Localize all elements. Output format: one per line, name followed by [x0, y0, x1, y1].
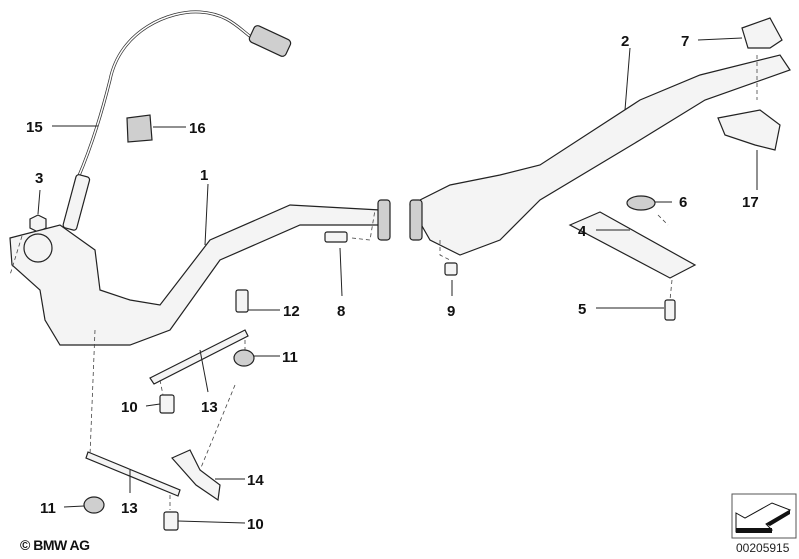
bracket-14	[171, 449, 221, 502]
callout-12: 12	[283, 303, 300, 320]
callout-13b: 13	[121, 500, 138, 517]
callout-1: 1	[200, 167, 208, 184]
nut-9	[444, 262, 458, 276]
callout-13a: 13	[201, 399, 218, 416]
callout-3: 3	[35, 170, 43, 187]
callout-2: 2	[621, 33, 629, 50]
callout-17: 17	[742, 194, 759, 211]
vehicle-direction-arrow-icon	[731, 493, 797, 539]
clip-16	[126, 114, 153, 143]
copyright-text: © BMW AG	[20, 537, 90, 553]
bolt-12	[235, 289, 249, 313]
nut-3	[29, 214, 47, 233]
bolt-5	[664, 299, 676, 321]
strap-13a	[149, 329, 249, 385]
bolt-10a	[159, 394, 175, 414]
heat-shield-4	[568, 211, 697, 279]
bolt-10b	[163, 511, 179, 531]
callout-7: 7	[681, 33, 689, 50]
clamp-7	[741, 17, 783, 49]
callout-15: 15	[26, 119, 43, 136]
hanger-17	[717, 109, 781, 151]
diagram-number: 00205915	[736, 541, 790, 555]
catalytic-converter-2	[409, 54, 791, 256]
callout-9: 9	[447, 303, 455, 320]
callout-4: 4	[578, 223, 587, 240]
plug-6	[626, 195, 656, 211]
callout-16: 16	[189, 120, 206, 137]
oxygen-sensor-cable	[76, 10, 256, 179]
callout-14: 14	[247, 472, 264, 489]
clamp-ring-right	[409, 199, 423, 241]
callout-6: 6	[679, 194, 687, 211]
callout-11b: 11	[40, 500, 56, 517]
flange-opening	[23, 233, 53, 263]
leader-lines	[37, 37, 758, 524]
callout-10a: 10	[121, 399, 138, 416]
oxygen-sensor	[62, 174, 91, 231]
strap-13b	[85, 451, 181, 497]
rubber-mount-11b	[83, 496, 105, 514]
bolt-8	[324, 231, 348, 243]
clamp-ring-left	[377, 199, 391, 241]
callout-11a: 11	[282, 349, 298, 366]
sensor-connector	[248, 25, 292, 57]
callout-8: 8	[337, 303, 345, 320]
callout-5: 5	[578, 301, 586, 318]
rubber-mount-11a	[233, 349, 255, 367]
callout-10b: 10	[247, 516, 264, 533]
